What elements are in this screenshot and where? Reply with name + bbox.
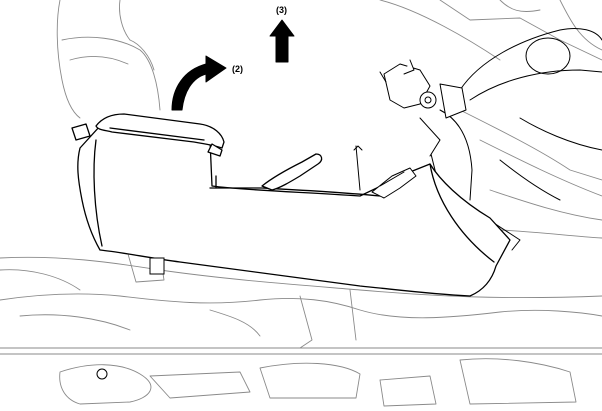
shifter-mechanism xyxy=(379,59,467,157)
center-console xyxy=(77,124,511,297)
console-tray xyxy=(209,187,381,197)
curved-arrow-icon xyxy=(171,55,227,111)
callout-3-label: (3) xyxy=(276,5,287,15)
pull-up-arrow xyxy=(269,19,295,63)
console-fasteners xyxy=(96,257,165,380)
lift-arrow xyxy=(171,55,227,111)
console-side-panel xyxy=(93,139,103,247)
armrest-lid xyxy=(71,113,225,157)
wire-harness xyxy=(371,167,417,199)
console-body xyxy=(77,124,511,297)
up-arrow-icon xyxy=(269,19,295,63)
parking-brake-lever xyxy=(261,153,323,191)
callout-2-label: (2) xyxy=(232,64,243,74)
